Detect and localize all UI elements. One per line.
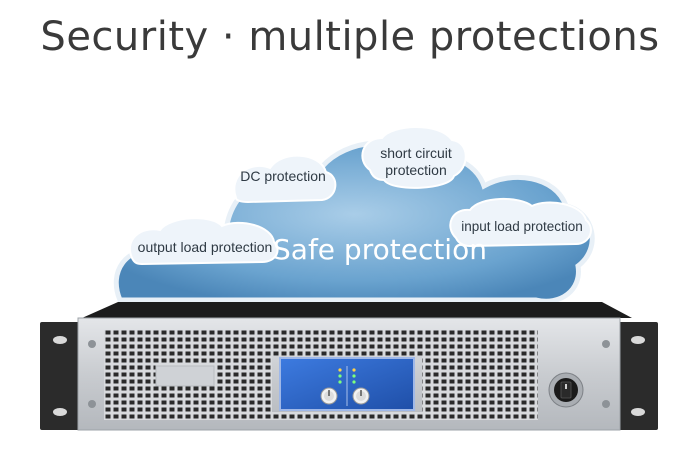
vent-grille-center-top [272,330,422,356]
vent-grille-right [422,330,538,420]
left-rack-ear [40,322,80,430]
power-switch[interactable] [548,372,584,408]
rack-ear-slot-icon [631,336,645,344]
vent-grille-center-bottom [272,412,422,420]
screw-icon [602,400,610,408]
rack-ear-slot-icon [53,336,67,344]
dc-protection-label: DC protection [240,168,326,184]
rack-ear-slot-icon [631,408,645,416]
screw-icon [88,400,96,408]
short-circuit-label-line1: short circuit [380,145,452,161]
screw-icon [88,340,96,348]
output-load-label: output load protection [138,239,273,255]
amplifier-top [82,302,632,318]
bubble-short-circuit-protection: short circuit protection [361,126,467,189]
right-rack-ear [618,322,658,430]
short-circuit-label-line2: protection [385,162,446,178]
safe-protection-label: Safe protection [273,233,487,266]
rack-ear-slot-icon [53,408,67,416]
amplifier [40,302,658,431]
input-load-label: input load protection [461,219,583,234]
screw-icon [602,340,610,348]
headline: Security · multiple protections [40,14,660,60]
volume-knob-right[interactable] [352,387,370,405]
bubble-output-load-protection: output load protection [129,217,279,266]
status-leds [338,366,356,406]
bubble-dc-protection: DC protection [233,154,337,204]
volume-knob-left[interactable] [320,387,338,405]
logo-plate [155,365,215,387]
bubble-input-load-protection: input load protection [449,197,592,248]
